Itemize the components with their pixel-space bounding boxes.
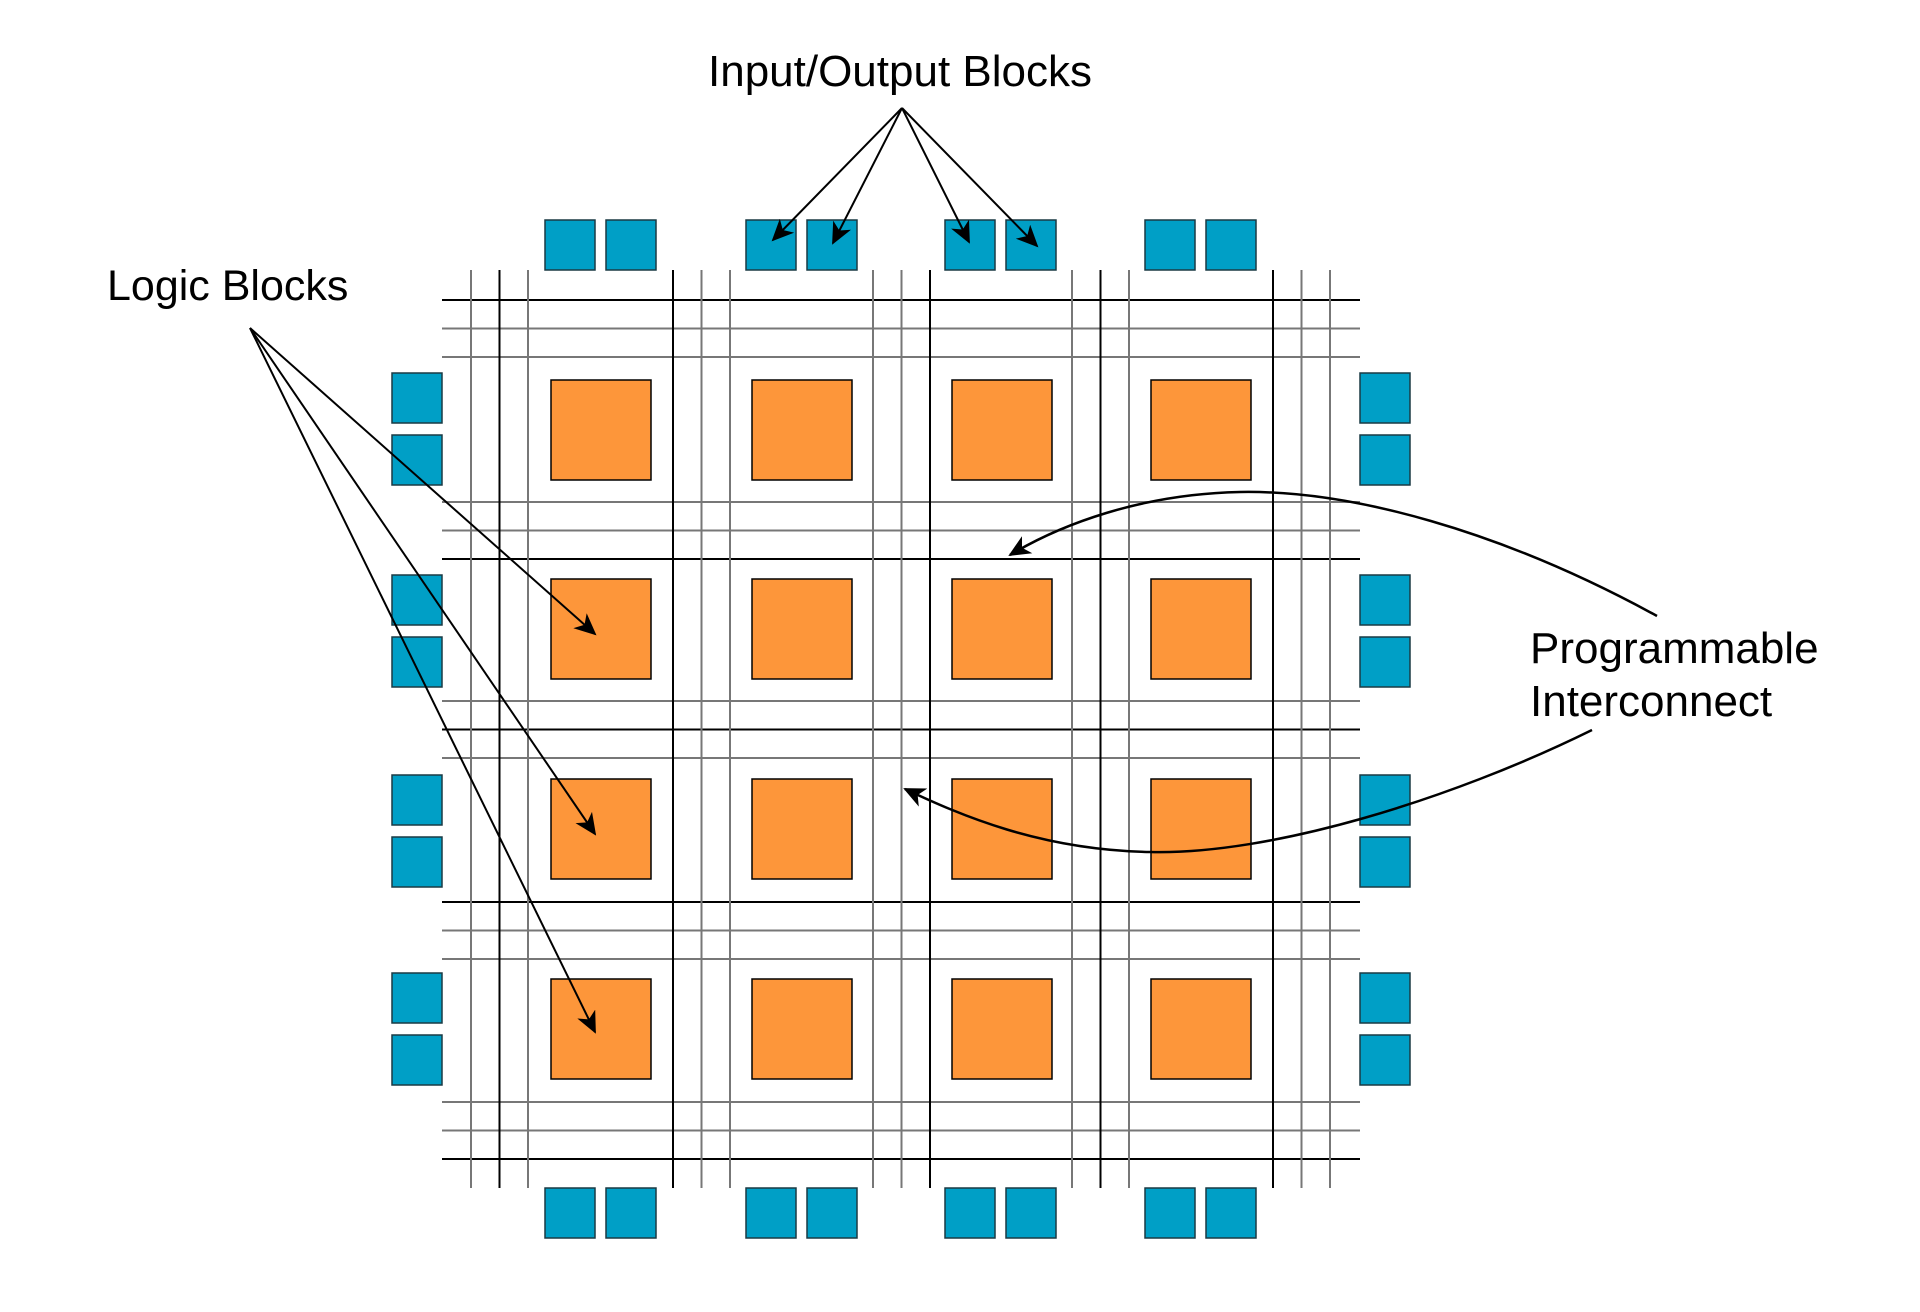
io-block-left bbox=[391, 774, 443, 826]
io-block-right bbox=[1359, 972, 1411, 1024]
io-block-top bbox=[1144, 219, 1196, 271]
io-block-left bbox=[391, 1034, 443, 1086]
logic-arrow bbox=[249, 327, 597, 636]
logic-block bbox=[951, 978, 1053, 1080]
logic-block bbox=[751, 778, 853, 880]
io-block-top bbox=[1005, 219, 1057, 271]
io-block-top bbox=[1205, 219, 1257, 271]
logic-block bbox=[1150, 379, 1252, 481]
io-block-left bbox=[391, 434, 443, 486]
io-block-left bbox=[391, 636, 443, 688]
logic-arrow bbox=[249, 327, 596, 1034]
io-block-top bbox=[605, 219, 657, 271]
io-block-left bbox=[391, 836, 443, 888]
io-block-top bbox=[745, 219, 797, 271]
io-block-bottom bbox=[745, 1187, 797, 1239]
io-blocks-label: Input/Output Blocks bbox=[708, 47, 1092, 96]
io-arrow bbox=[901, 107, 1039, 248]
logic-block bbox=[550, 578, 652, 680]
interconnect-label-line2: Interconnect bbox=[1530, 677, 1773, 726]
logic-blocks bbox=[550, 379, 1252, 1080]
io-block-bottom bbox=[1005, 1187, 1057, 1239]
io-block-bottom bbox=[544, 1187, 596, 1239]
interconnect-wires bbox=[442, 270, 1360, 1188]
logic-block bbox=[751, 978, 853, 1080]
logic-arrow bbox=[249, 327, 597, 836]
io-arrow bbox=[832, 107, 903, 245]
annotation-arrows bbox=[249, 107, 1658, 1034]
logic-block bbox=[550, 778, 652, 880]
io-block-right bbox=[1359, 574, 1411, 626]
logic-block bbox=[951, 578, 1053, 680]
io-block-left bbox=[391, 574, 443, 626]
logic-block bbox=[751, 578, 853, 680]
io-arrow bbox=[771, 107, 903, 242]
io-block-right bbox=[1359, 1034, 1411, 1086]
io-block-top bbox=[944, 219, 996, 271]
io-block-top bbox=[544, 219, 596, 271]
interconnect-label-line1: Programmable bbox=[1530, 624, 1819, 673]
logic-blocks-label: Logic Blocks bbox=[107, 262, 349, 310]
interconnect-arrow-lower bbox=[903, 728, 1593, 854]
io-block-bottom bbox=[605, 1187, 657, 1239]
logic-block bbox=[1150, 978, 1252, 1080]
io-block-bottom bbox=[806, 1187, 858, 1239]
logic-block bbox=[1150, 578, 1252, 680]
io-block-right bbox=[1359, 372, 1411, 424]
io-block-bottom bbox=[1205, 1187, 1257, 1239]
io-block-right bbox=[1359, 836, 1411, 888]
io-arrow bbox=[901, 107, 970, 244]
io-blocks bbox=[391, 219, 1411, 1239]
io-block-left bbox=[391, 372, 443, 424]
logic-block bbox=[951, 379, 1053, 481]
interconnect-arrow-upper bbox=[1008, 490, 1658, 618]
io-block-left bbox=[391, 972, 443, 1024]
io-block-bottom bbox=[944, 1187, 996, 1239]
io-block-bottom bbox=[1144, 1187, 1196, 1239]
io-block-right bbox=[1359, 434, 1411, 486]
programmable-interconnect-label: Programmable Interconnect bbox=[1530, 622, 1819, 728]
logic-block bbox=[550, 379, 652, 481]
logic-block bbox=[550, 978, 652, 1080]
io-block-right bbox=[1359, 636, 1411, 688]
io-block-top bbox=[806, 219, 858, 271]
logic-block bbox=[1150, 778, 1252, 880]
logic-block bbox=[751, 379, 853, 481]
